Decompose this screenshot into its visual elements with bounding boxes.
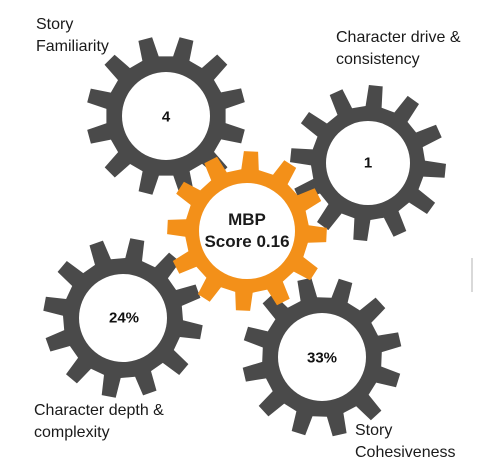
gear-character-depth-hole xyxy=(79,274,167,362)
gear-value-story-cohesiveness: 33% xyxy=(306,349,338,367)
caption-story-cohesiveness: Story Cohesiveness xyxy=(355,422,456,461)
caption-character-depth: Character depth & complexity xyxy=(34,402,164,441)
gear-character-depth xyxy=(43,238,203,398)
gear-mbp-center-hole xyxy=(199,183,295,279)
gear-story-familiarity-hole xyxy=(122,72,210,160)
gear-value-character-depth: 24% xyxy=(108,309,140,327)
gear-character-drive-hole xyxy=(326,121,410,205)
gear-value-story-familiarity: 4 xyxy=(161,108,171,126)
caption-character-drive: Character drive & consistency xyxy=(336,29,461,68)
gear-mbp-center xyxy=(167,151,327,311)
caption-story-familiarity: Story Familiarity xyxy=(36,16,109,55)
mbp-score-label: MBP Score 0.16 xyxy=(204,210,290,251)
edge-divider xyxy=(471,258,473,292)
gear-story-familiarity xyxy=(87,37,245,195)
gear-character-drive xyxy=(290,85,446,241)
gear-story-cohesiveness xyxy=(242,277,402,437)
gear-story-cohesiveness-hole xyxy=(278,313,366,401)
gear-value-character-drive: 1 xyxy=(363,154,373,172)
